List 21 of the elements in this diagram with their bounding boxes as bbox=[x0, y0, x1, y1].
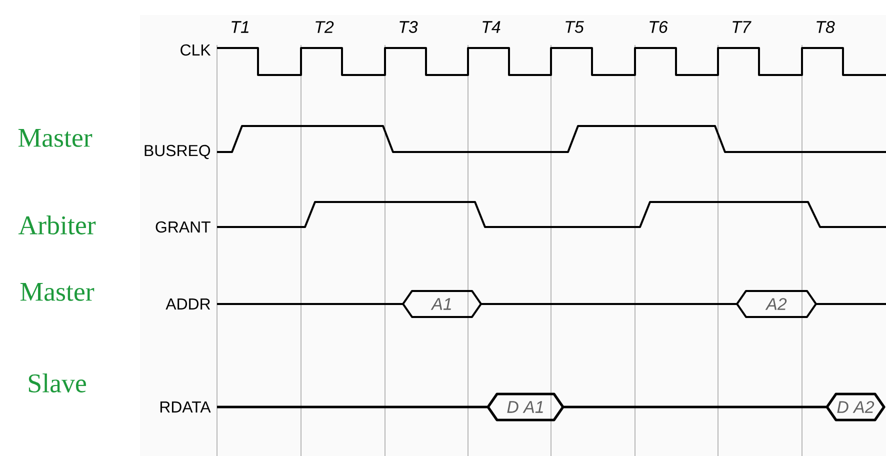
clock-cycle-label: T4 bbox=[482, 21, 500, 33]
clock-cycle-label: T5 bbox=[566, 21, 584, 33]
role-label: Slave bbox=[28, 374, 86, 392]
clock-cycle-label: T2 bbox=[316, 21, 334, 33]
clock-cycle-label: T8 bbox=[816, 21, 835, 33]
role-label: Arbiter bbox=[18, 216, 96, 234]
signal-name: ADDR bbox=[166, 298, 210, 310]
signal-name: GRANT bbox=[156, 221, 210, 233]
bus-value: A2 bbox=[765, 298, 787, 310]
signal-name: CLK bbox=[180, 44, 211, 56]
clock-cycle-label: T3 bbox=[400, 21, 418, 33]
role-label: Master bbox=[18, 129, 92, 147]
bus-value: D A2 bbox=[837, 401, 874, 413]
bus-value: D A1 bbox=[507, 401, 543, 413]
clock-cycle-label: T6 bbox=[650, 21, 668, 33]
clock-cycle-label: T7 bbox=[732, 21, 752, 33]
clock-cycle-label: T1 bbox=[232, 21, 248, 33]
signal-name: RDATA bbox=[160, 402, 211, 412]
role-label: Master bbox=[20, 283, 94, 301]
signal-name: BUSREQ bbox=[144, 144, 210, 160]
bus-value: A1 bbox=[430, 298, 451, 310]
